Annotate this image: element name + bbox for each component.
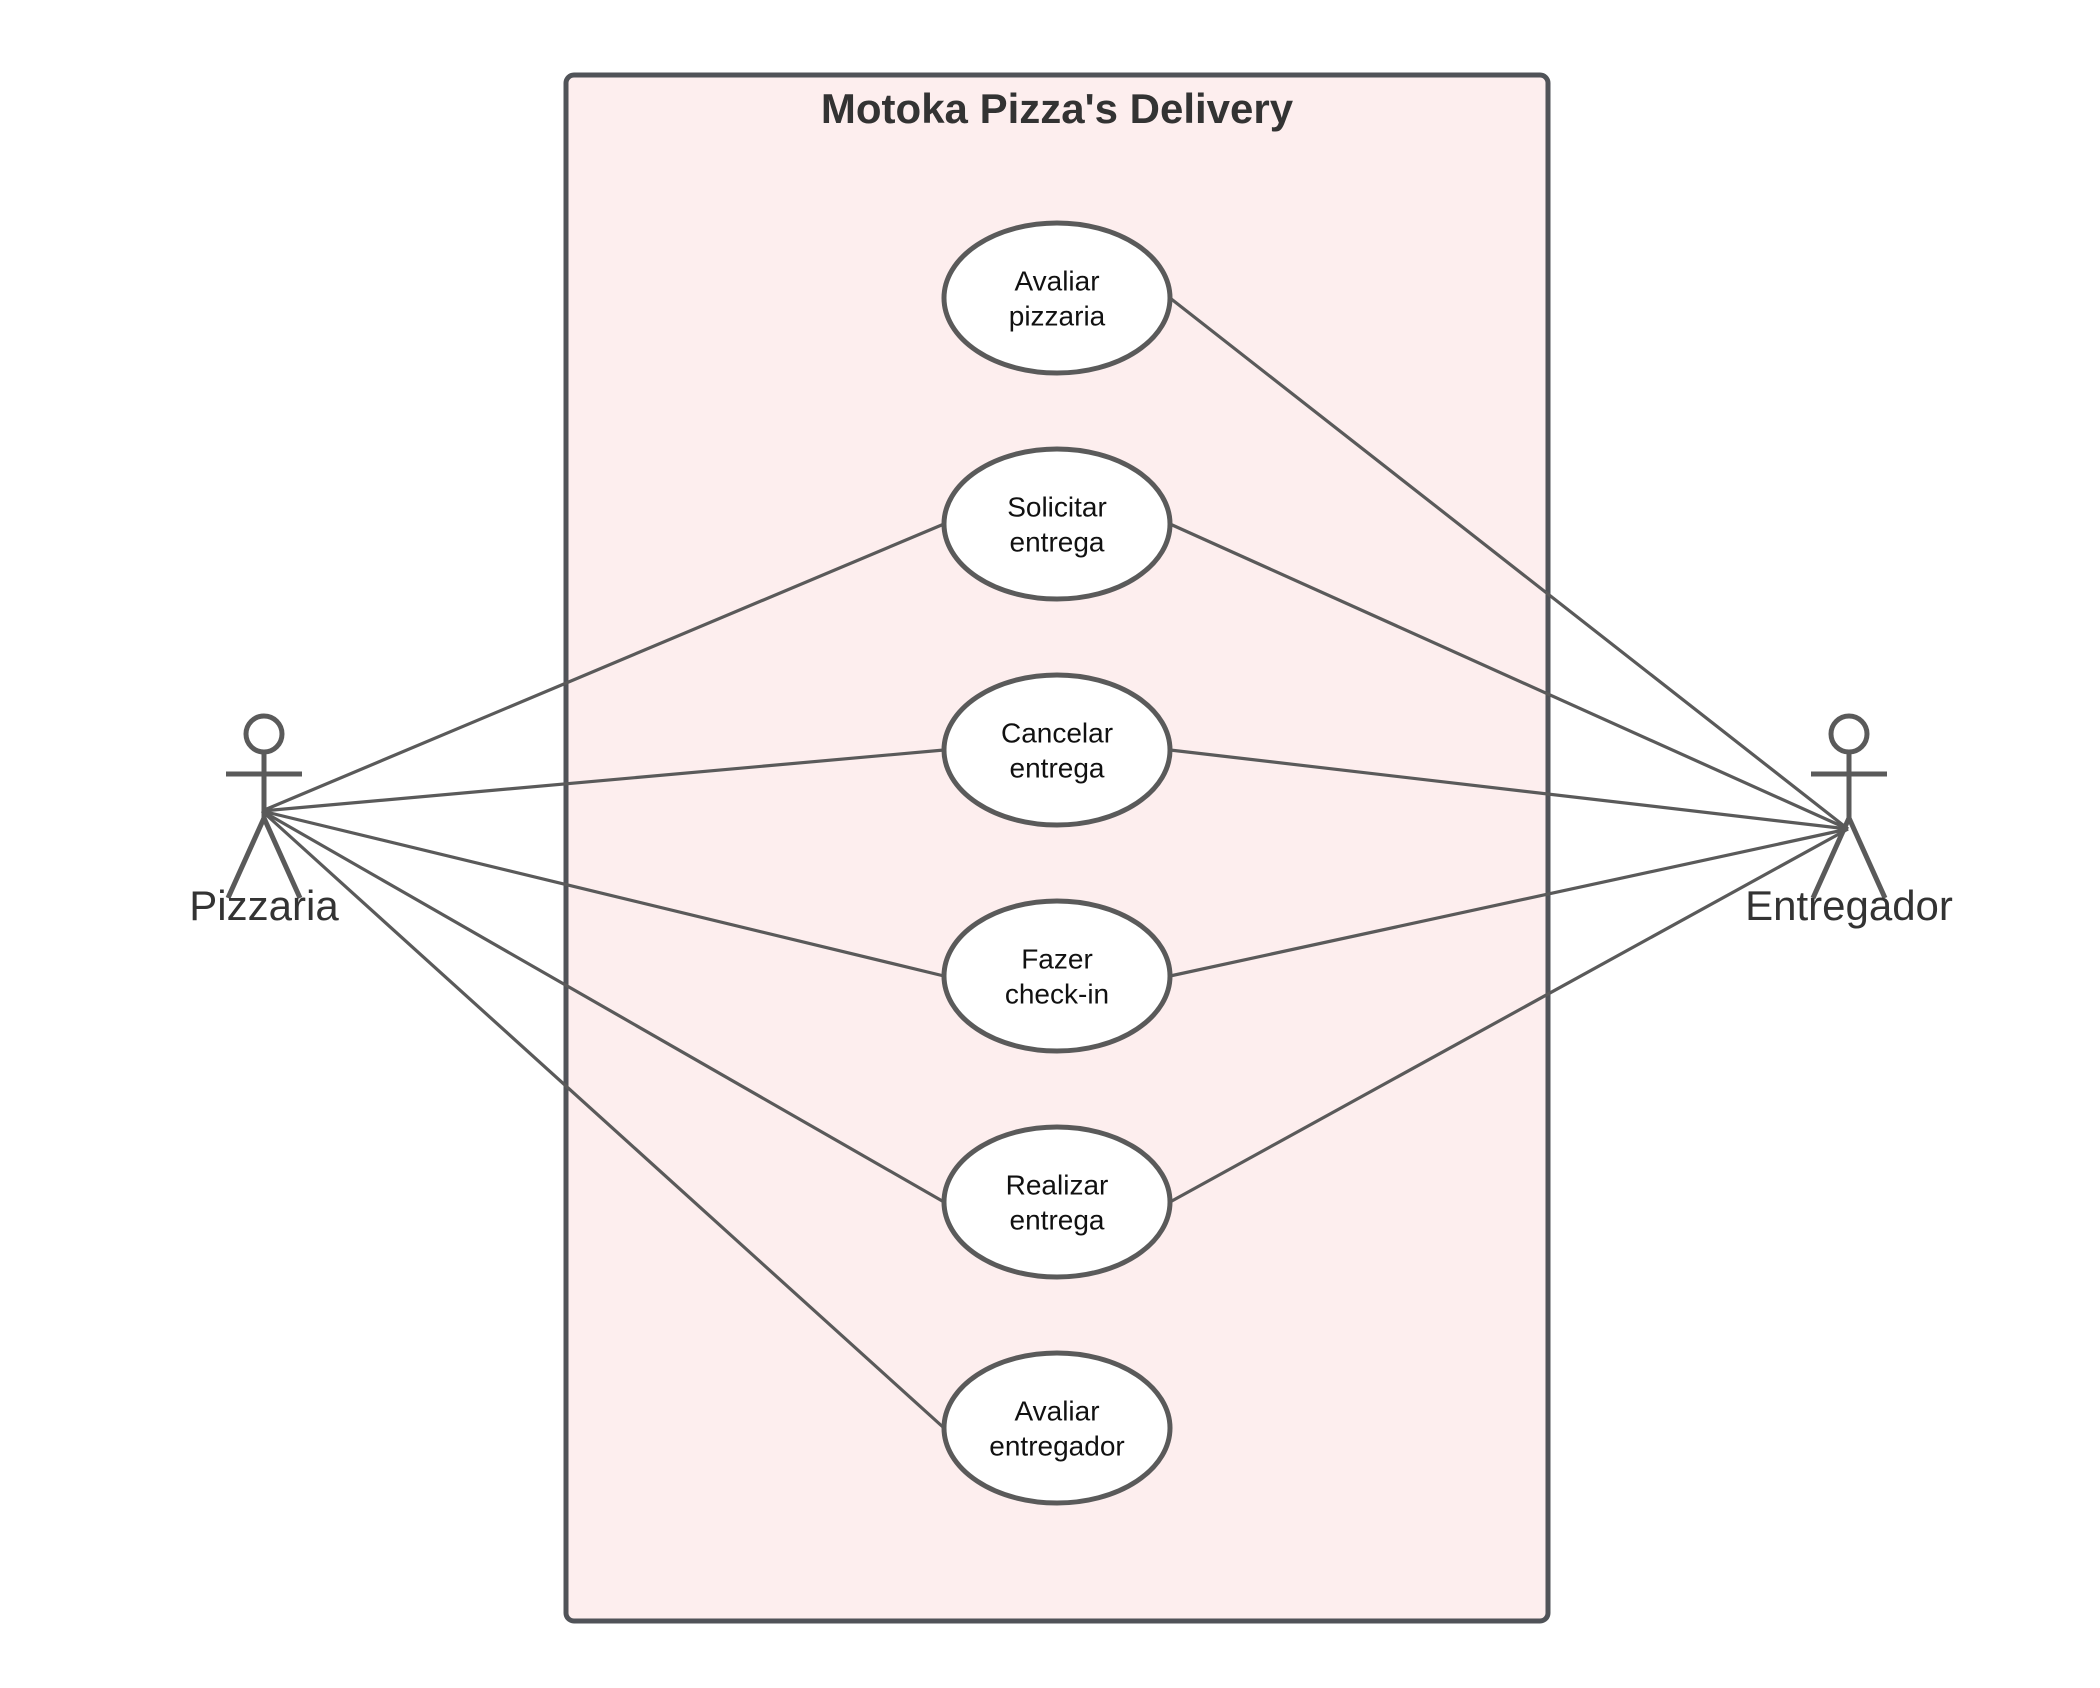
actor-left-leg (225, 816, 267, 900)
association-line-pizzaria-avaliar-entregador (260, 809, 946, 1430)
actor-name: Pizzaria (189, 882, 339, 929)
use-case-label: entregador (989, 1431, 1124, 1462)
stick-figure-icon (1810, 713, 1888, 900)
use-case-label: Cancelar (1001, 718, 1113, 749)
actor-left-leg (1810, 816, 1852, 900)
use-case-label: pizzaria (1009, 301, 1106, 332)
use-case-label: Solicitar (1007, 492, 1107, 523)
association-line-pizzaria-solicitar-entrega (261, 522, 945, 813)
use-case-avaliar-pizzaria: Avaliar pizzaria (941, 220, 1173, 376)
use-case-fazer-check-in: Fazer check-in (941, 898, 1173, 1054)
actor-head (243, 713, 285, 755)
actor-right-leg (261, 816, 303, 900)
use-case-realizar-entrega: Realizar entrega (941, 1124, 1173, 1280)
use-case-solicitar-entrega: Solicitar entrega (941, 446, 1173, 602)
system-boundary: Motoka Pizza's Delivery (563, 72, 1551, 1624)
actor-entregador: Entregador (1745, 713, 1953, 929)
actor-right-leg (1846, 816, 1888, 900)
use-case-ellipse (941, 672, 1173, 828)
association-line-entregador-solicitar-entrega (1169, 522, 1849, 831)
use-case-ellipse (941, 898, 1173, 1054)
association-line-entregador-cancelar-entrega (1169, 748, 1849, 831)
use-case-label: Avaliar (1014, 1396, 1099, 1427)
actors: Pizzaria Entregador (189, 713, 1953, 929)
actor-head (1828, 713, 1870, 755)
use-cases: AvaliarpizzariaSolicitarentregaCancelare… (941, 220, 1173, 1506)
use-case-avaliar-entregador: Avaliar entregador (941, 1350, 1173, 1506)
use-case-label: Avaliar (1014, 266, 1099, 297)
association-line-entregador-realizar-entrega (1169, 827, 1849, 1204)
use-case-ellipse (941, 1350, 1173, 1506)
use-case-ellipse (941, 220, 1173, 376)
association-line-entregador-avaliar-pizzaria (1169, 296, 1849, 831)
use-case-ellipse (941, 1124, 1173, 1280)
stick-figure-icon (225, 713, 303, 900)
association-line-pizzaria-realizar-entrega (261, 809, 945, 1204)
actor-pizzaria: Pizzaria (189, 713, 339, 929)
association-line-pizzaria-fazer-check-in (261, 809, 945, 978)
system-boundary-box (563, 72, 1551, 1624)
actor-name: Entregador (1745, 882, 1953, 929)
use-case-cancelar-entrega: Cancelar entrega (941, 672, 1173, 828)
system-title: Motoka Pizza's Delivery (821, 85, 1294, 132)
association-line-entregador-fazer-check-in (1169, 827, 1849, 978)
use-case-label: Fazer (1021, 944, 1093, 975)
association-line-pizzaria-cancelar-entrega (261, 748, 945, 813)
association-lines (260, 296, 1849, 1430)
use-case-ellipse (941, 446, 1173, 602)
use-case-label: Realizar (1006, 1170, 1109, 1201)
use-case-label: entrega (1010, 753, 1105, 784)
use-case-label: entrega (1010, 1205, 1105, 1236)
use-case-label: check-in (1005, 979, 1109, 1010)
use-case-label: entrega (1010, 527, 1105, 558)
